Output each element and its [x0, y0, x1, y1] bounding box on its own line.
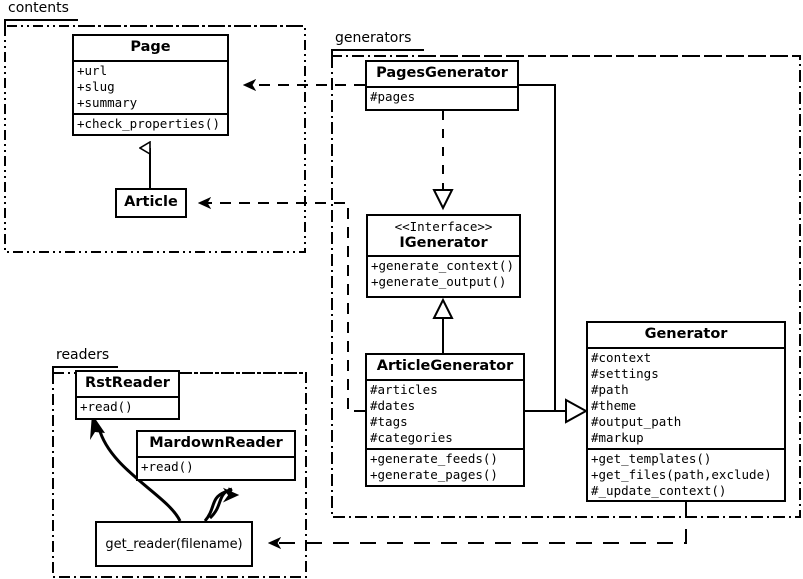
attribute-row: #pages	[370, 88, 416, 104]
attribute-row: +slug	[77, 78, 115, 94]
attribute-row: +summary	[77, 94, 138, 110]
class-mardownreader-title: MardownReader	[149, 435, 283, 451]
function-get-reader-label: get_reader(filename)	[105, 536, 243, 552]
method-row: +get_templates()	[591, 450, 712, 466]
class-igenerator-name: IGenerator	[399, 234, 488, 251]
class-article-title: Article	[124, 194, 178, 210]
attribute-row: #settings	[591, 365, 659, 381]
class-rstreader-title: RstReader	[85, 375, 170, 391]
package-label-contents: contents	[6, 0, 71, 16]
relation-articlegenerator-to-generator	[525, 398, 589, 424]
method-row: #_update_context()	[591, 482, 727, 498]
attribute-row: #tags	[370, 413, 408, 429]
class-generator[interactable]: Generator #context #settings #path #them…	[586, 321, 786, 502]
class-pagesgenerator-attributes: #pages	[367, 85, 517, 107]
class-page-methods: +check_properties()	[74, 113, 227, 134]
method-row: +read()	[80, 398, 133, 414]
relation-articlegenerator-uses-article	[200, 203, 365, 412]
class-mardownreader[interactable]: MardownReader +read()	[136, 430, 296, 481]
attribute-row: #output_path	[591, 413, 682, 429]
class-page-title: Page	[130, 39, 171, 55]
relation-get-reader-returns-mardownreader	[203, 487, 240, 522]
attribute-row: #articles	[370, 381, 438, 397]
class-rstreader[interactable]: RstReader +read()	[75, 370, 180, 420]
package-label-generators: generators	[333, 30, 414, 46]
method-row: +check_properties()	[77, 116, 220, 131]
attribute-row: #categories	[370, 429, 453, 445]
class-igenerator-stereotype: <<Interface>>	[394, 219, 493, 234]
class-generator-attributes: #context #settings #path #theme #output_…	[588, 346, 784, 448]
relation-pagesgenerator-to-generator	[519, 84, 566, 412]
method-row: +generate_output()	[371, 274, 507, 290]
method-row: +get_files(path,exclude)	[591, 466, 772, 482]
attribute-row: #context	[591, 349, 652, 365]
class-page-attributes: +url +slug +summary	[74, 59, 227, 113]
attribute-row: #dates	[370, 397, 416, 413]
class-igenerator-methods: +generate_context() +generate_output()	[368, 255, 519, 292]
method-row: +generate_pages()	[370, 466, 498, 482]
class-article[interactable]: Article	[115, 188, 187, 218]
class-igenerator[interactable]: <<Interface>> IGenerator +generate_conte…	[366, 214, 521, 298]
class-rstreader-methods: +read()	[77, 395, 178, 417]
package-border-contents	[4, 19, 306, 253]
class-generator-title: Generator	[644, 326, 728, 342]
class-articlegenerator-attributes: #articles #dates #tags #categories	[367, 378, 523, 448]
attribute-row: #markup	[591, 429, 644, 445]
package-border-generators	[331, 49, 801, 518]
method-row: +generate_context()	[371, 258, 514, 274]
class-generator-methods: +get_templates() +get_files(path,exclude…	[588, 447, 784, 501]
class-igenerator-title: <<Interface>> IGenerator	[368, 216, 519, 255]
function-get-reader[interactable]: get_reader(filename)	[95, 521, 253, 567]
class-page[interactable]: Page +url +slug +summary +check_properti…	[72, 34, 229, 136]
class-articlegenerator[interactable]: ArticleGenerator #articles #dates #tags …	[365, 353, 525, 487]
class-pagesgenerator-title: PagesGenerator	[376, 65, 508, 81]
method-row: +generate_feeds()	[370, 450, 498, 466]
attribute-row: +url	[77, 62, 108, 78]
relation-articlegenerator-to-igenerator	[432, 297, 454, 353]
class-articlegenerator-methods: +generate_feeds() +generate_pages()	[367, 447, 523, 485]
attribute-row: #theme	[591, 397, 637, 413]
attribute-row: #path	[591, 381, 629, 397]
relation-generator-uses-get-reader	[270, 502, 687, 543]
relation-pagesgenerator-to-igenerator	[432, 111, 454, 211]
package-label-readers: readers	[54, 347, 112, 363]
class-articlegenerator-title: ArticleGenerator	[376, 358, 514, 374]
class-mardownreader-methods: +read()	[138, 455, 294, 477]
class-pagesgenerator[interactable]: PagesGenerator #pages	[365, 60, 519, 111]
method-row: +read()	[141, 458, 194, 474]
